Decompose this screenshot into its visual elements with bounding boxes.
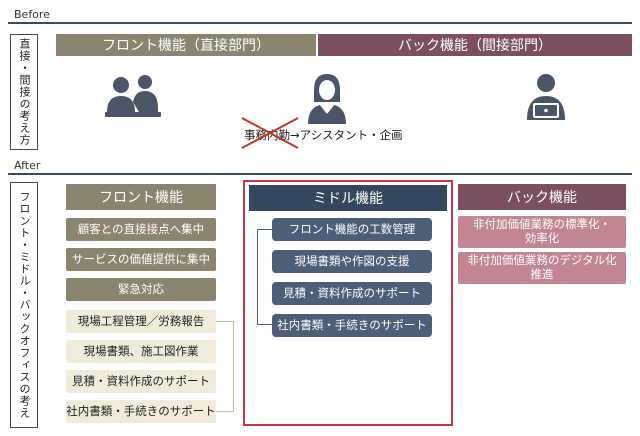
middle-item-4: 社内書類・手続きのサポート bbox=[272, 314, 432, 337]
front-header: フロント機能 bbox=[66, 184, 216, 210]
front-item-2: サービスの価値提供に集中 bbox=[66, 248, 216, 271]
after-side-box: フロント・ミドル・バックオフィスの考え bbox=[10, 182, 38, 428]
front-item-1: 顧客との直接接点へ集中 bbox=[66, 218, 216, 241]
woman-headset-icon bbox=[308, 74, 346, 124]
after-label: After bbox=[14, 159, 41, 172]
front-moved-item-3: 見積・資料作成のサポート bbox=[66, 370, 216, 393]
middle-item-1: フロント機能の工数管理 bbox=[272, 218, 432, 241]
back-header: バック機能 bbox=[458, 184, 626, 210]
after-side-label: フロント・ミドル・バックオフィスの考え bbox=[18, 191, 31, 419]
before-front-bar: フロント機能（直接部門） bbox=[56, 34, 316, 56]
transition-text: →アシスタント・企画 bbox=[290, 128, 403, 142]
before-back-bar: バック機能（間接部門） bbox=[318, 34, 632, 56]
middle-highlight-frame bbox=[243, 180, 453, 426]
front-moved-item-1: 現場工程管理／労務報告 bbox=[66, 310, 216, 333]
middle-item-3: 見積・資料作成のサポート bbox=[272, 282, 432, 305]
middle-item-2: 現場書類や作図の支援 bbox=[272, 250, 432, 273]
front-moved-item-2: 現場書類、施工図作業 bbox=[66, 340, 216, 363]
front-item-3: 緊急対応 bbox=[66, 278, 216, 301]
front-moved-bracket bbox=[216, 321, 234, 412]
before-label: Before bbox=[14, 8, 50, 21]
back-item-2: 非付加価値業務のデジタル化 推進 bbox=[458, 252, 626, 284]
middle-header: ミドル機能 bbox=[249, 185, 447, 211]
back-item-1: 非付加価値業務の標準化・ 効率化 bbox=[458, 216, 626, 248]
front-moved-item-4: 社内書類・手続きのサポート bbox=[66, 400, 216, 423]
middle-bracket bbox=[257, 229, 275, 325]
people-meeting-icon bbox=[105, 75, 161, 117]
after-divider bbox=[8, 173, 632, 175]
before-side-box: 直接・間接の考え方 bbox=[10, 34, 38, 150]
person-laptop-icon bbox=[527, 74, 565, 120]
before-divider bbox=[8, 22, 632, 24]
strike-cross-mark bbox=[241, 117, 299, 149]
before-side-label: 直接・間接の考え方 bbox=[18, 38, 31, 146]
